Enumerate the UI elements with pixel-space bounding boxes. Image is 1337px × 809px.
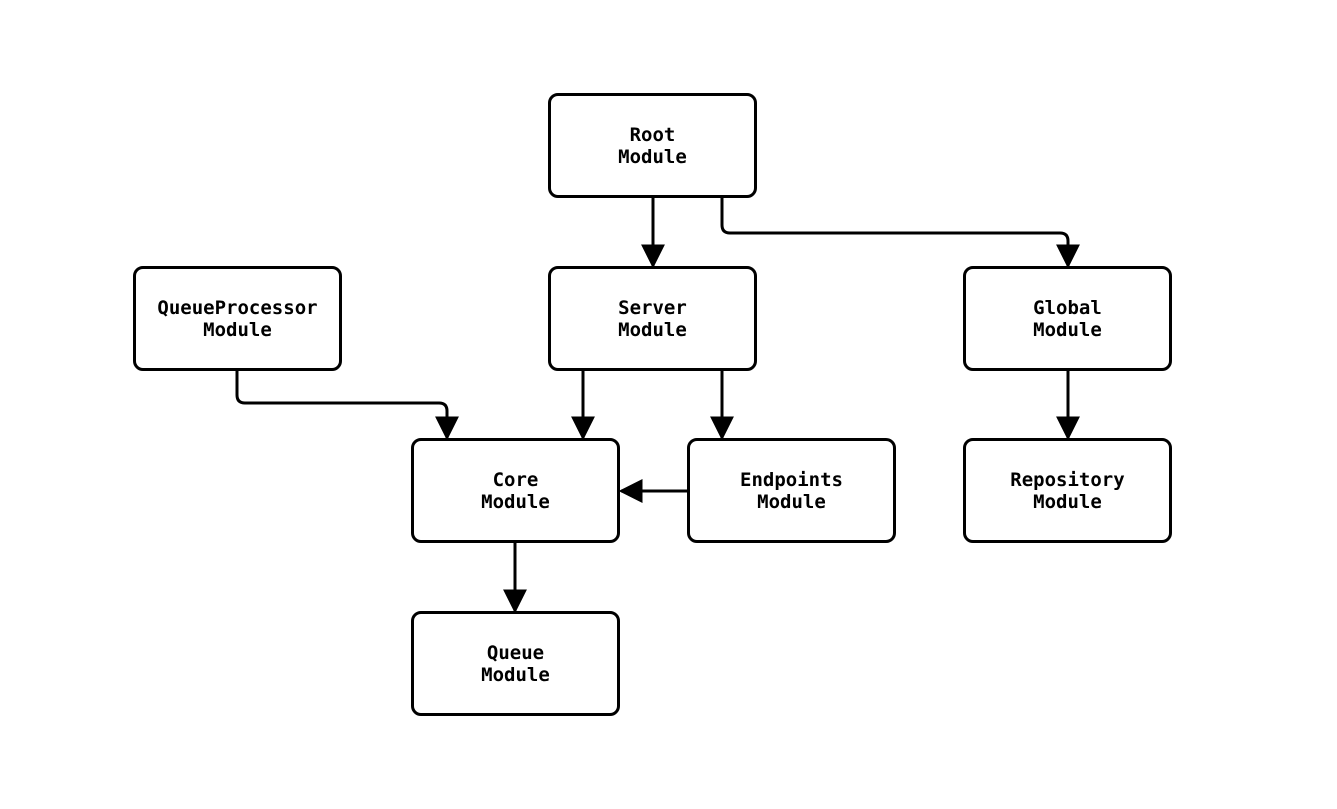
node-root-module: Root Module	[548, 93, 757, 198]
node-server-module: Server Module	[548, 266, 757, 371]
node-label: Queue	[486, 641, 545, 664]
node-core-module: Core Module	[411, 438, 620, 543]
node-global-module: Global Module	[963, 266, 1172, 371]
node-label: Module	[481, 663, 550, 686]
node-label: Module	[203, 318, 272, 341]
node-label: Module	[618, 318, 687, 341]
node-queueprocessor-module: QueueProcessor Module	[133, 266, 342, 371]
node-label: QueueProcessor	[157, 296, 318, 319]
node-label: Root	[629, 123, 676, 146]
node-label: Module	[1033, 318, 1102, 341]
edge-root-to-global	[720, 198, 1080, 269]
node-label: Module	[757, 490, 826, 513]
edge-queueprocessor-to-core	[235, 371, 459, 441]
node-label: Module	[618, 145, 687, 168]
node-label: Endpoints	[740, 468, 843, 491]
node-repository-module: Repository Module	[963, 438, 1172, 543]
node-label: Module	[1033, 490, 1102, 513]
node-label: Global	[1033, 296, 1102, 319]
node-endpoints-module: Endpoints Module	[687, 438, 896, 543]
node-label: Core	[492, 468, 539, 491]
node-label: Module	[481, 490, 550, 513]
node-label: Server	[618, 296, 687, 319]
node-queue-module: Queue Module	[411, 611, 620, 716]
node-label: Repository	[1010, 468, 1125, 491]
